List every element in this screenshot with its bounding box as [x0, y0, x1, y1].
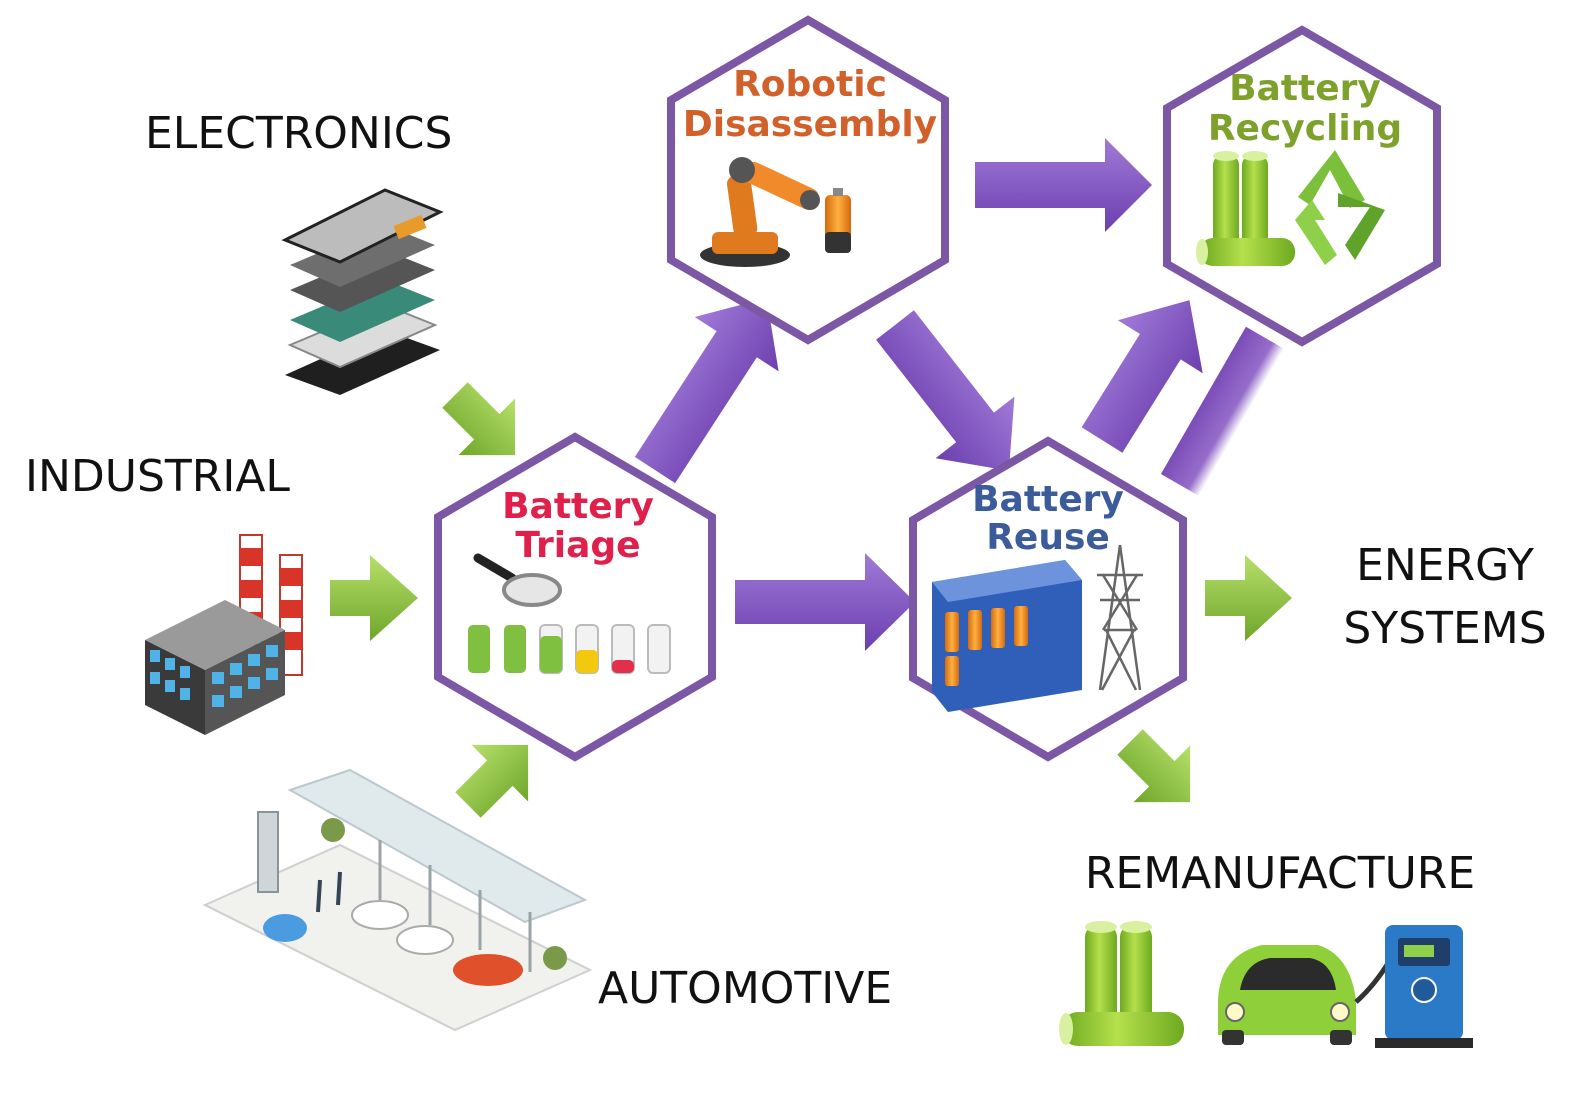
batteries-ev-charger-icon: [1059, 921, 1473, 1048]
battery-container-pylon-icon: [932, 544, 1143, 712]
arrow-reuse-to-recycling: [1081, 300, 1203, 453]
label-energy-line2: SYSTEMS: [1343, 603, 1546, 654]
exploded-phone-icon: [281, 188, 444, 395]
label-energy-line1: ENERGY: [1356, 540, 1534, 591]
arrow-disassembly-to-recycling: [975, 138, 1152, 232]
arrow-triage-to-disassembly: [634, 298, 779, 484]
robot-arm-icon: [700, 157, 851, 267]
arrow-faded-return: [1160, 326, 1285, 496]
magnifier-battery-levels-icon: [468, 553, 671, 674]
arrow-industrial-to-triage: [330, 555, 418, 641]
reuse-label-line2: Reuse: [986, 517, 1110, 558]
hex-triage: [434, 432, 716, 762]
arrow-electronics-to-triage: [442, 382, 516, 456]
triage-label-line1: Battery: [502, 486, 654, 527]
label-electronics: ELECTRONICS: [145, 108, 452, 159]
recycling-label-line2: Recycling: [1208, 108, 1402, 149]
label-industrial: INDUSTRIAL: [25, 451, 290, 502]
arrow-reuse-to-remanufacture: [1117, 729, 1191, 803]
disassembly-label-line1: Robotic: [733, 64, 887, 105]
recycling-label-line1: Battery: [1229, 68, 1381, 109]
arrow-triage-to-reuse: [735, 553, 915, 651]
label-remanufacture: REMANUFACTURE: [1085, 848, 1475, 899]
reuse-label-line1: Battery: [972, 479, 1124, 520]
batteries-recycle-icon: [1196, 150, 1385, 266]
triage-label-line2: Triage: [515, 525, 640, 566]
disassembly-label-line2: Disassembly: [683, 104, 937, 145]
label-automotive: AUTOMOTIVE: [598, 963, 892, 1014]
arrow-automotive-to-triage: [455, 744, 529, 818]
arrow-reuse-to-energy: [1205, 555, 1292, 641]
charging-station-icon: [202, 768, 593, 1032]
arrow-disassembly-to-reuse: [876, 310, 1015, 471]
factory-icon: [145, 534, 303, 735]
